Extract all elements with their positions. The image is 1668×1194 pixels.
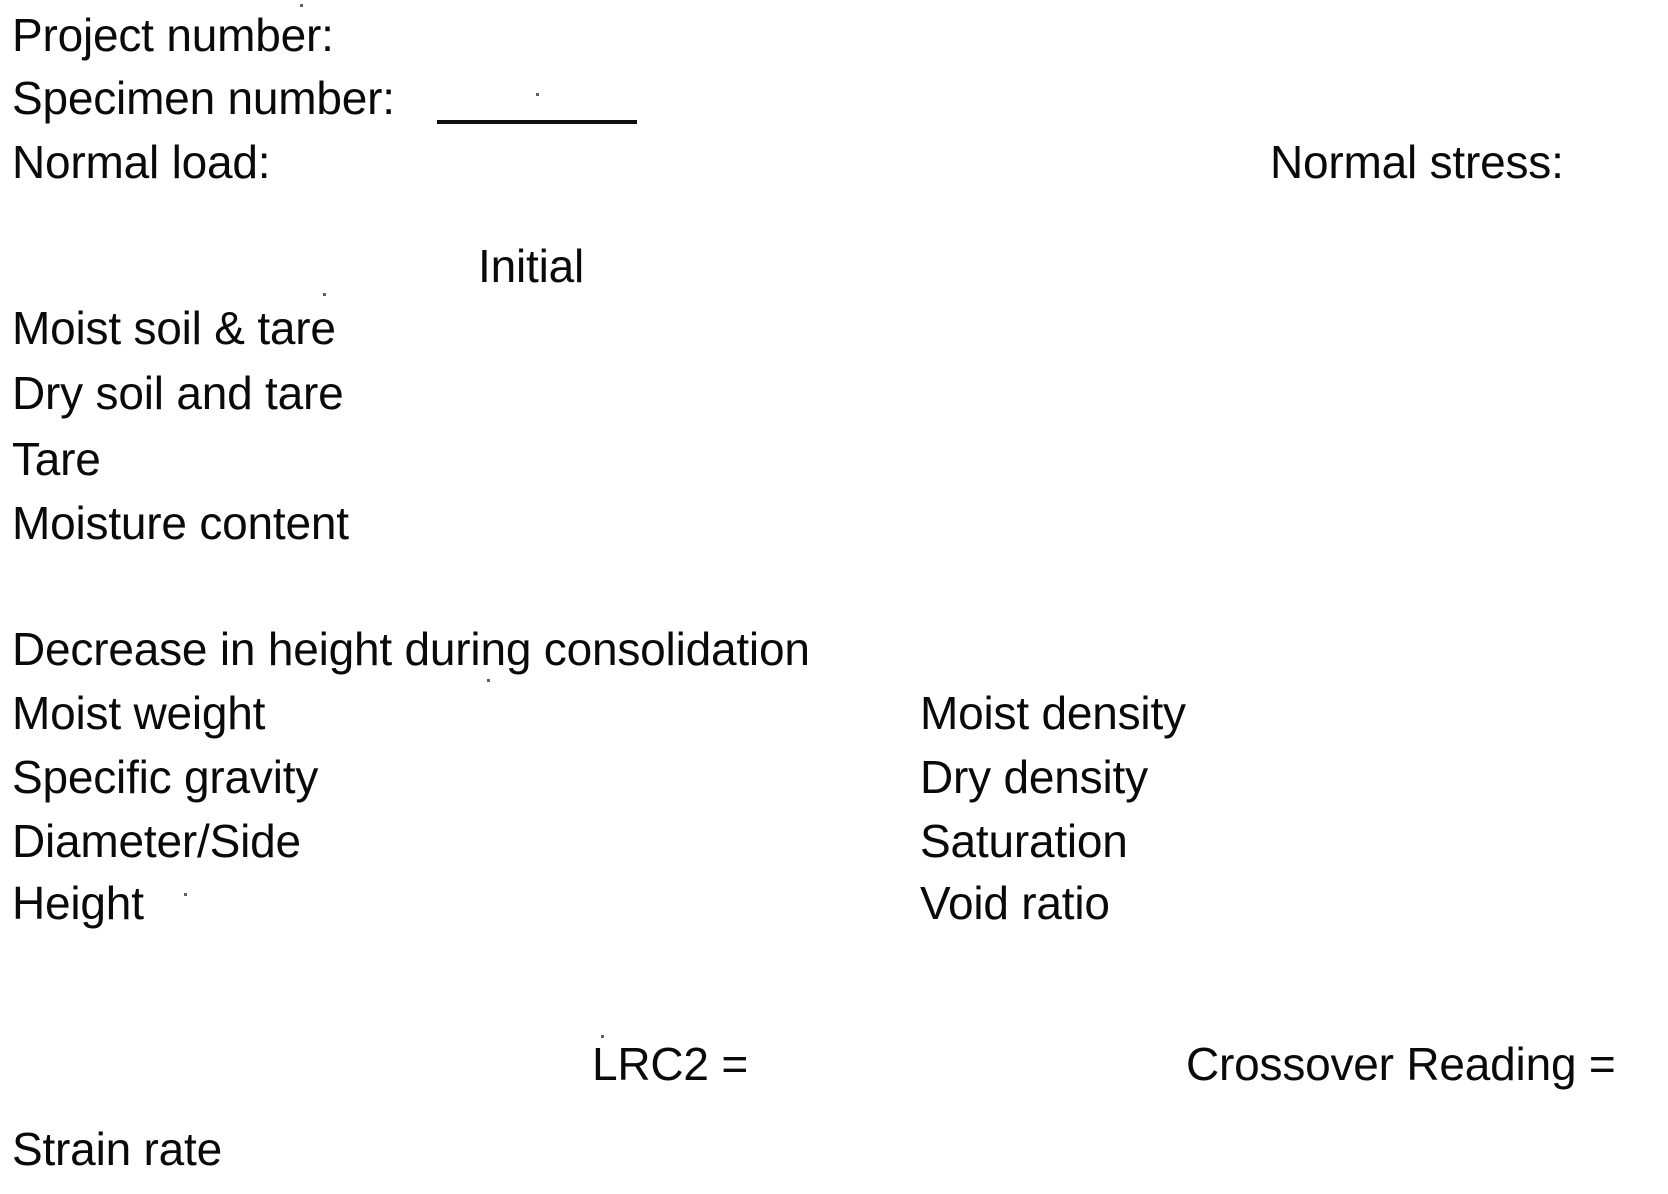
row-label-dry-density: Dry density	[920, 751, 1148, 803]
normal-stress-label: Normal stress:	[1270, 136, 1564, 188]
specimen-number-fill-in-rule[interactable]	[437, 120, 637, 124]
column-header-initial: Initial	[478, 240, 584, 292]
scan-speckle	[323, 293, 326, 296]
scan-speckle	[184, 893, 187, 896]
row-label-dry-soil-and-tare: Dry soil and tare	[12, 367, 344, 419]
row-label-moist-weight: Moist weight	[12, 687, 266, 739]
specimen-number-label: Specimen number:	[12, 72, 395, 124]
scan-speckle	[536, 93, 539, 96]
row-label-moist-density: Moist density	[920, 687, 1186, 739]
project-number-label: Project number:	[12, 9, 334, 61]
strain-rate-label: Strain rate	[12, 1123, 223, 1175]
row-label-specific-gravity: Specific gravity	[12, 751, 319, 803]
row-label-void-ratio: Void ratio	[920, 877, 1110, 929]
row-label-saturation: Saturation	[920, 815, 1128, 867]
crossover-reading-label: Crossover Reading =	[1186, 1038, 1616, 1090]
row-label-height: Height	[12, 877, 144, 929]
scan-speckle	[601, 1035, 604, 1038]
scan-speckle	[487, 679, 490, 682]
scan-speckle	[300, 4, 303, 7]
row-label-diameter-side: Diameter/Side	[12, 815, 301, 867]
lrc2-label: LRC2 =	[592, 1038, 749, 1090]
row-label-moist-soil-and-tare: Moist soil & tare	[12, 302, 336, 354]
row-label-tare: Tare	[12, 433, 101, 485]
row-label-decrease-in-height-during-consolidation: Decrease in height during consolidation	[12, 623, 810, 675]
row-label-moisture-content: Moisture content	[12, 497, 349, 549]
normal-load-label: Normal load:	[12, 136, 271, 188]
